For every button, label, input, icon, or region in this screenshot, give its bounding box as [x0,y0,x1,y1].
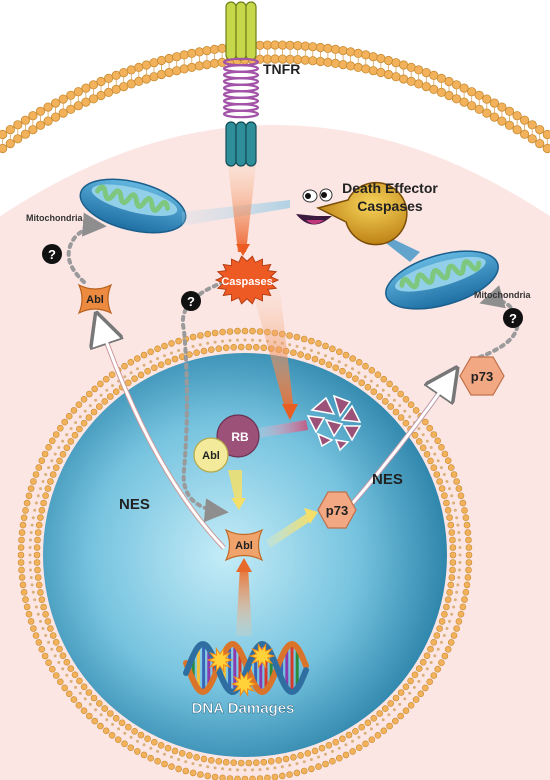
dna-helix [183,640,309,698]
death-effector-label-line1: Death Effector [342,180,438,196]
question-badge-center: ? [181,291,201,311]
caspase-arrowhead [282,404,298,420]
abl-nucleus-shape [224,528,264,562]
dna-damages-label: DNA Damages [192,700,295,717]
p73-cytoplasm-hex [459,356,505,396]
rb-fragments [306,394,362,452]
nes-right-label: NES [372,471,403,488]
dna-arrowhead [236,558,252,572]
p73-cytoplasm-label: p73 [471,369,493,384]
death-effector-label-line2: Caspases [357,198,423,214]
mitochondria-right-label: Mitochondria [474,290,531,300]
cell-membrane [0,40,550,154]
abl-to-mito-dotted [66,212,107,284]
tnfr-label: TNFR [263,61,300,77]
question-badge-left: ? [42,244,62,264]
nes-left-label: NES [119,496,150,513]
question-badge-right: ? [503,308,523,328]
mitochondria-left-label: Mitochondria [26,213,83,223]
complex-to-abl-arrowhead [231,498,246,510]
abl-complex-circle [193,437,229,473]
tnfr-receptor [222,1,260,167]
rb-label: RB [231,430,249,444]
svg-text:?: ? [187,294,195,309]
rb-circle [216,414,260,458]
abl-nucleus-label: Abl [235,540,253,552]
caspases-label: Caspases [221,276,272,288]
caspases-burst [214,255,280,305]
p73-nucleus-label: p73 [326,503,348,518]
death-effector-pacman [296,181,408,246]
p73-nucleus-hex [317,491,357,529]
svg-text:?: ? [509,311,517,326]
abl-to-p73-beam [266,514,312,548]
complex-to-abl-beam [228,470,242,504]
abl-to-p73-arrowhead [304,508,318,524]
caspase-beam [252,290,294,412]
abl-complex-label: Abl [202,450,220,462]
mitochondria-right [385,250,499,310]
dna-beam [236,566,252,636]
tnfr-arrowhead [236,244,250,256]
abl-cytoplasm-label: Abl [86,294,104,306]
rb-cleavage-beam [258,420,308,438]
abl-cytoplasm-shape [77,283,113,315]
svg-text:?: ? [48,247,56,262]
tnfr-beam [228,165,256,252]
nes-left-arrow-core [96,317,226,550]
